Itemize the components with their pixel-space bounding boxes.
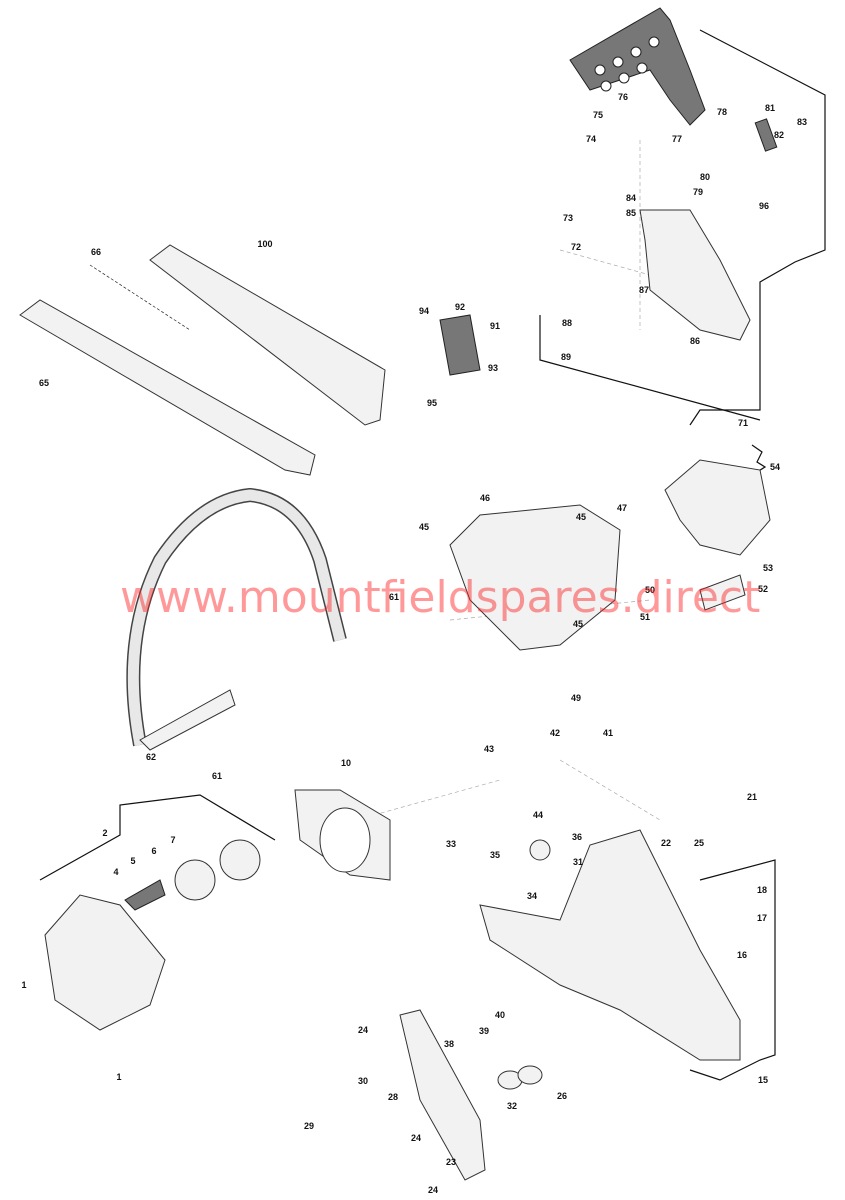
bracket-71	[689, 29, 826, 426]
watermark: www.mountfieldspares.direct	[120, 572, 760, 623]
part-number-label-71: 71	[738, 418, 748, 428]
part-number-label-6: 6	[151, 846, 156, 856]
part-number-label-74: 74	[586, 134, 596, 144]
part-number-label-1: 1	[116, 1072, 121, 1082]
part-number-label-93: 93	[488, 363, 498, 373]
part-number-label-18: 18	[757, 885, 767, 895]
part-number-label-96: 96	[759, 201, 769, 211]
part-number-label-15: 15	[758, 1075, 768, 1085]
part-number-label-100: 100	[257, 239, 272, 249]
part-number-label-38: 38	[444, 1039, 454, 1049]
part-number-label-88: 88	[562, 318, 572, 328]
part-number-label-36: 36	[572, 832, 582, 842]
part-number-label-54: 54	[770, 462, 780, 472]
bracket-71-lower	[539, 315, 761, 421]
part-number-label-51: 51	[640, 612, 650, 622]
part-number-label-87: 87	[639, 285, 649, 295]
part-number-label-49: 49	[571, 693, 581, 703]
part-number-label-5: 5	[130, 856, 135, 866]
part-number-label-86: 86	[690, 336, 700, 346]
part-number-label-45: 45	[573, 619, 583, 629]
part-number-label-32: 32	[507, 1101, 517, 1111]
part-number-label-66: 66	[91, 247, 101, 257]
part-number-label-62: 62	[146, 752, 156, 762]
part-number-label-17: 17	[757, 913, 767, 923]
part-number-label-43: 43	[484, 744, 494, 754]
part-number-label-91: 91	[490, 321, 500, 331]
part-number-label-61: 61	[389, 592, 399, 602]
part-number-label-94: 94	[419, 306, 429, 316]
cylinder-cover-part	[449, 504, 621, 651]
part-number-label-34: 34	[527, 891, 537, 901]
part-number-label-47: 47	[617, 503, 627, 513]
part-number-label-73: 73	[563, 213, 573, 223]
part-number-label-78: 78	[717, 107, 727, 117]
part-number-label-1: 1	[21, 980, 26, 990]
part-number-label-52: 52	[758, 584, 768, 594]
part-number-label-4: 4	[113, 867, 118, 877]
part-number-label-35: 35	[490, 850, 500, 860]
rear-handle-part	[479, 829, 741, 1061]
part-number-label-79: 79	[693, 187, 703, 197]
part-number-label-29: 29	[304, 1121, 314, 1131]
part-number-label-92: 92	[455, 302, 465, 312]
part-number-label-45: 45	[576, 512, 586, 522]
part-number-label-28: 28	[388, 1092, 398, 1102]
part-number-label-16: 16	[737, 950, 747, 960]
part-number-label-81: 81	[765, 103, 775, 113]
bar-cover-100	[149, 244, 386, 426]
part-number-label-45: 45	[419, 522, 429, 532]
part-number-label-84: 84	[626, 193, 636, 203]
part-number-label-53: 53	[763, 563, 773, 573]
part-number-label-50: 50	[645, 585, 655, 595]
part-number-label-10: 10	[341, 758, 351, 768]
part-number-label-72: 72	[571, 242, 581, 252]
chain-guide-bar	[19, 299, 316, 476]
part-number-label-33: 33	[446, 839, 456, 849]
part-number-label-40: 40	[495, 1010, 505, 1020]
part-number-label-95: 95	[427, 398, 437, 408]
part-number-label-42: 42	[550, 728, 560, 738]
part-number-label-21: 21	[747, 792, 757, 802]
part-number-label-77: 77	[672, 134, 682, 144]
part-number-label-24: 24	[358, 1025, 368, 1035]
part-number-label-76: 76	[618, 92, 628, 102]
bracket-15	[689, 859, 776, 1081]
part-number-label-89: 89	[561, 352, 571, 362]
part-number-label-83: 83	[797, 117, 807, 127]
clutch-cover-part	[639, 209, 751, 341]
part-number-label-44: 44	[533, 810, 543, 820]
part-number-label-46: 46	[480, 493, 490, 503]
part-number-label-82: 82	[774, 130, 784, 140]
part-number-label-30: 30	[358, 1076, 368, 1086]
part-number-label-24: 24	[428, 1185, 438, 1195]
part-number-label-26: 26	[557, 1091, 567, 1101]
part-number-label-65: 65	[39, 378, 49, 388]
part-number-label-41: 41	[603, 728, 613, 738]
part-number-label-24: 24	[411, 1133, 421, 1143]
starter-housing-part	[44, 894, 166, 1031]
part-number-label-22: 22	[661, 838, 671, 848]
bracket-2	[39, 794, 276, 881]
part-number-label-2: 2	[102, 828, 107, 838]
part-number-label-23: 23	[446, 1157, 456, 1167]
part-number-label-31: 31	[573, 857, 583, 867]
part-number-label-80: 80	[700, 172, 710, 182]
part-number-label-75: 75	[593, 110, 603, 120]
part-number-label-61: 61	[212, 771, 222, 781]
part-number-label-7: 7	[170, 835, 175, 845]
part-number-label-39: 39	[479, 1026, 489, 1036]
part-number-label-85: 85	[626, 208, 636, 218]
part-number-label-25: 25	[694, 838, 704, 848]
